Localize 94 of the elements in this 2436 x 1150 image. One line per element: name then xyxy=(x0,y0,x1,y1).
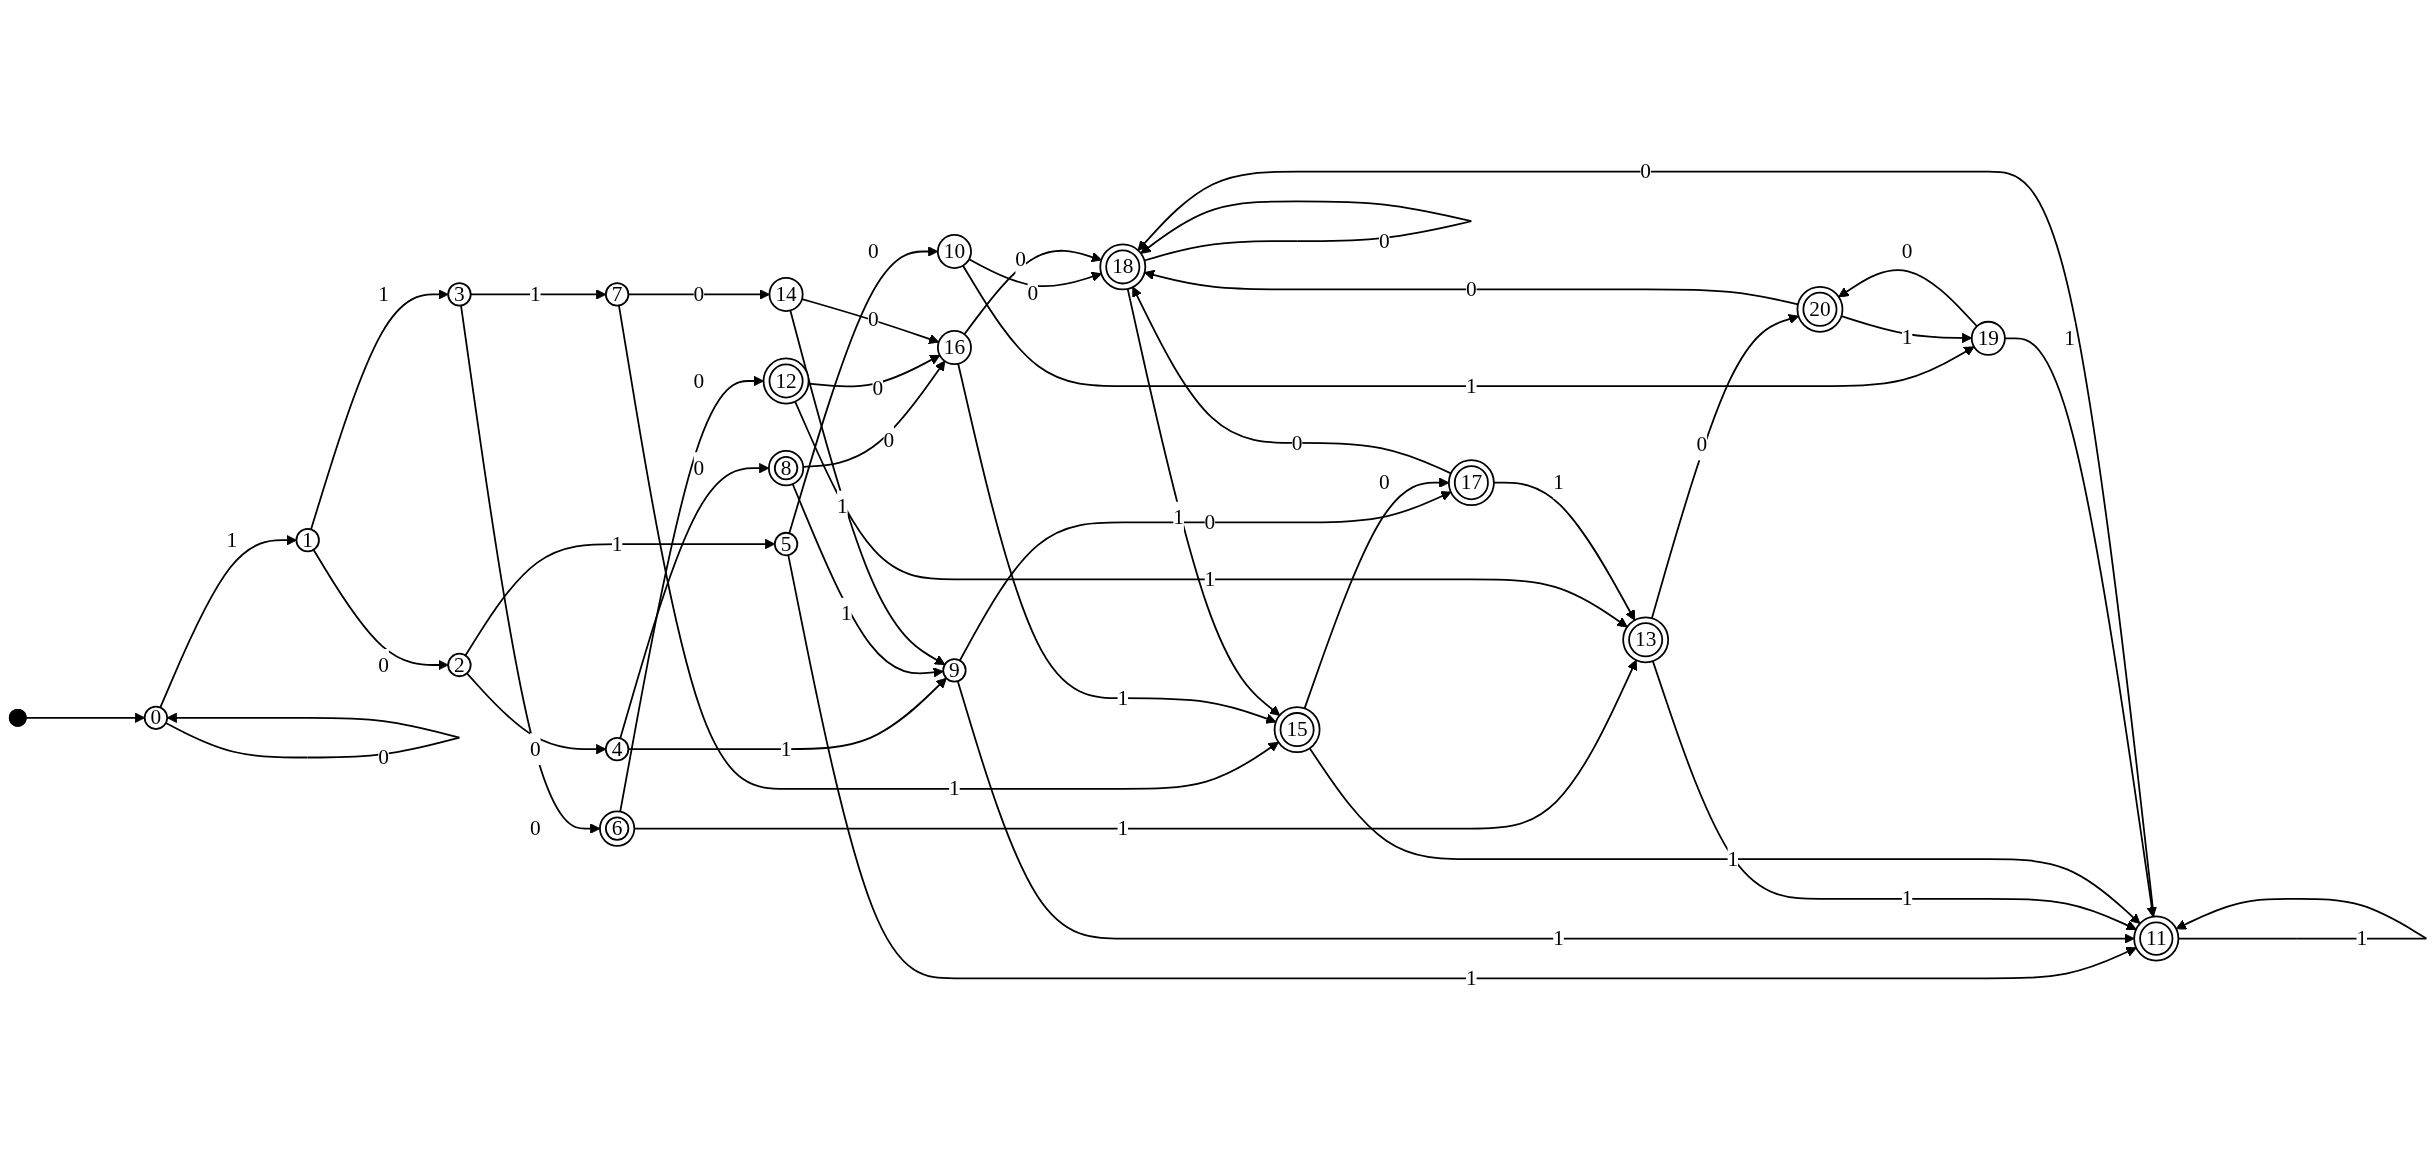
edge-label: 0 xyxy=(1015,246,1027,271)
node-circle: 15 xyxy=(1273,706,1321,753)
edge-label: 1 xyxy=(1901,886,1913,911)
edge-label: 1 xyxy=(1466,965,1477,990)
node-circle: 19 xyxy=(1970,320,2006,356)
edge-label: 1 xyxy=(378,282,389,306)
edge-label: 0 xyxy=(693,455,705,480)
arrow xyxy=(968,258,1102,288)
edge-label: 0 xyxy=(693,368,705,393)
arrow xyxy=(2004,337,2157,918)
node-circle: 10 xyxy=(936,234,972,269)
arrow xyxy=(159,535,297,709)
edge-label: 1 xyxy=(841,601,852,625)
edge-label: 1 xyxy=(529,282,541,306)
edge-label: 1 xyxy=(1173,505,1184,529)
node-circle: 7 xyxy=(605,282,630,307)
edge-label: 0 xyxy=(378,745,389,769)
arrow xyxy=(1126,288,1281,716)
edge-label: 0 xyxy=(883,427,895,452)
edge-label: 0 xyxy=(1378,470,1390,494)
node-circle: 13 xyxy=(1622,616,1670,664)
node-circle: 14 xyxy=(768,276,804,312)
edge-label: 1 xyxy=(1466,373,1477,398)
node-circle: 5 xyxy=(773,531,799,557)
edge-label: 1 xyxy=(1727,846,1739,871)
node-circle: 0 xyxy=(143,705,169,730)
edge-label: 0 xyxy=(529,816,541,840)
arrow xyxy=(789,309,946,666)
arrow xyxy=(802,360,946,468)
arrow xyxy=(956,680,2135,944)
arrow xyxy=(1137,170,2155,918)
edge-label: 1 xyxy=(2356,926,2368,950)
node-circle: 4 xyxy=(605,737,630,762)
node-circle: 9 xyxy=(942,658,967,683)
edge-label: 1 xyxy=(1117,685,1129,710)
arrow xyxy=(1144,269,1799,306)
edge-label: 1 xyxy=(611,531,623,556)
node-circle: 12 xyxy=(762,357,810,405)
node-circle: 20 xyxy=(1796,285,1844,333)
edge-label: 0 xyxy=(1027,280,1039,305)
edge-label: 1 xyxy=(780,736,792,761)
arrow xyxy=(957,362,1277,724)
arrow xyxy=(801,298,940,345)
edge-label: 0 xyxy=(872,375,884,400)
arrow xyxy=(310,289,449,531)
node-circle: 1 xyxy=(295,528,320,553)
arrow xyxy=(1303,477,1450,710)
arrow xyxy=(791,483,944,678)
edge-label: 1 xyxy=(949,776,960,801)
edge-label: 1 xyxy=(226,527,238,552)
edge-label: 0 xyxy=(1696,432,1708,456)
edge-label: 0 xyxy=(529,736,541,761)
edge-label: 0 xyxy=(378,652,389,677)
arrow xyxy=(1651,314,1799,620)
arrow xyxy=(1493,481,1636,621)
edge-label: 1 xyxy=(2064,325,2075,350)
arrow xyxy=(794,400,1628,628)
node-circle: 17 xyxy=(1447,459,1495,507)
edge-label: 1 xyxy=(1553,470,1564,494)
arrow xyxy=(958,491,1452,662)
node-circle: 3 xyxy=(447,282,472,307)
arrow xyxy=(464,538,776,657)
arrow xyxy=(1838,269,1978,328)
node-circle: 11 xyxy=(2133,915,2180,962)
edge-label: 1 xyxy=(837,494,848,518)
edge-label: 1 xyxy=(1117,816,1129,840)
node-circle: 8 xyxy=(768,450,805,487)
arrow xyxy=(312,548,449,671)
arrow xyxy=(618,304,1279,790)
edge-label: 0 xyxy=(1466,276,1477,301)
edge-label: 0 xyxy=(1901,239,1913,264)
edge-label: 0 xyxy=(1378,228,1390,253)
edge-label: 0 xyxy=(693,282,705,306)
arrow xyxy=(1308,747,2141,925)
arrow xyxy=(1132,286,1452,475)
arrow xyxy=(962,264,1975,387)
edge-label: 1 xyxy=(1901,324,1913,349)
arrow xyxy=(466,672,607,755)
edge-label: 0 xyxy=(1291,430,1303,455)
edge-label: 0 xyxy=(1204,509,1216,534)
edge-label: 1 xyxy=(1553,926,1564,950)
node-circle: 6 xyxy=(599,810,636,847)
arrow xyxy=(1651,660,2137,931)
arrow xyxy=(788,246,939,535)
edge-label: 0 xyxy=(867,239,879,263)
node-circle: 16 xyxy=(936,330,972,366)
edge-label: 0 xyxy=(1640,159,1651,183)
edge-label: 0 xyxy=(867,307,879,331)
arrow xyxy=(619,462,770,740)
arrow xyxy=(963,249,1102,336)
arrow xyxy=(787,554,2137,980)
node-circle: 18 xyxy=(1099,243,1147,291)
edge-label: 1 xyxy=(1204,566,1216,591)
node-circle: 2 xyxy=(447,652,472,678)
